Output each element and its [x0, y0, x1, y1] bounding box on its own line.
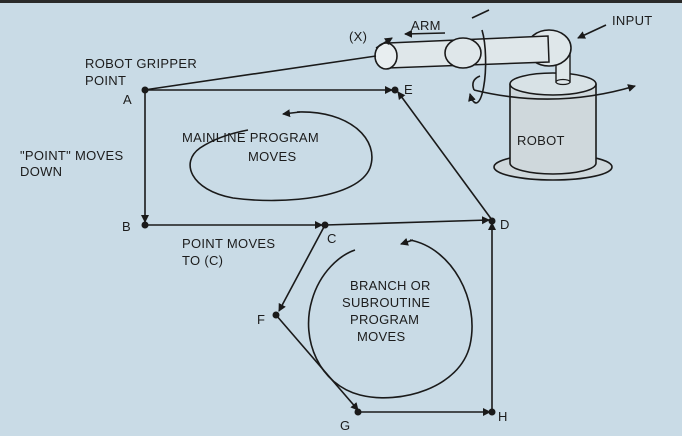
point-f-label: F	[257, 312, 265, 327]
branch-label-line3: PROGRAM	[350, 312, 419, 327]
robot-illustration	[143, 9, 636, 181]
gripper-label-line2: POINT	[85, 73, 126, 88]
branch-loop	[307, 237, 473, 399]
point-d-label: D	[500, 217, 510, 232]
point-d-dot	[488, 217, 496, 225]
branch-label-line1: BRANCH OR	[350, 278, 431, 293]
top-border	[0, 0, 682, 3]
robot-label: ROBOT	[517, 133, 565, 148]
point-down-label-line2: DOWN	[20, 164, 62, 179]
point-down-label-line1: "POINT" MOVES	[20, 148, 123, 163]
gripper-line	[143, 55, 377, 91]
branch-label-line2: SUBROUTINE	[342, 295, 430, 310]
point-a-label: A	[123, 92, 132, 107]
robot-body-top	[509, 72, 597, 96]
point-dots	[141, 86, 496, 416]
point-g-dot	[354, 408, 362, 416]
point-e-label: E	[404, 82, 413, 97]
arm-label: ARM	[411, 18, 441, 33]
point-to-c-label-line1: POINT MOVES	[182, 236, 275, 251]
point-g-label: G	[340, 418, 350, 433]
point-h-label: H	[498, 409, 508, 424]
point-a-dot	[141, 86, 149, 94]
branch-path	[275, 222, 496, 416]
mainline-label-line1: MAINLINE PROGRAM	[182, 130, 319, 145]
point-c-label: C	[327, 231, 337, 246]
x-axis-label: (X)	[349, 29, 367, 44]
point-c-dot	[321, 221, 329, 229]
gripper-label-line1: ROBOT GRIPPER	[85, 56, 197, 71]
point-f-dot	[272, 311, 280, 319]
point-to-c-label-line2: TO (C)	[182, 253, 223, 268]
robot-elbow-joint	[444, 37, 482, 69]
robot-body	[509, 84, 597, 175]
point-b-label: B	[122, 219, 131, 234]
point-h-dot	[488, 408, 496, 416]
point-b-dot	[141, 221, 149, 229]
input-label: INPUT	[612, 13, 653, 28]
mainline-label-line2: MOVES	[248, 149, 296, 164]
branch-label-line4: MOVES	[357, 329, 405, 344]
mainline-loop	[189, 109, 373, 202]
mainline-path	[141, 86, 493, 229]
point-e-dot	[391, 86, 399, 94]
